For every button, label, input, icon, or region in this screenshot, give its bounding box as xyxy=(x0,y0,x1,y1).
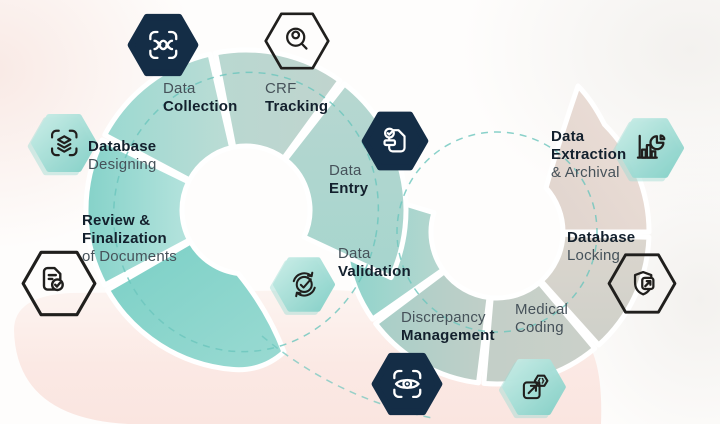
segment-review-finalization xyxy=(104,239,287,373)
layers-scan-icon xyxy=(50,129,78,157)
shield-export-icon xyxy=(633,270,655,296)
step-label-line: Discrepancy xyxy=(401,309,486,326)
step-icon-discrepancy-management xyxy=(371,352,443,416)
step-label-line: Extraction xyxy=(551,146,627,163)
step-label-review-finalization: Review & Finalization of Documents xyxy=(82,212,177,266)
segment-database-designing xyxy=(83,137,192,288)
document-check-entry-icon xyxy=(383,127,406,153)
step-label-data-collection: Data Collection xyxy=(163,80,238,116)
step-label-crf-tracking: CRF Tracking xyxy=(265,80,328,116)
step-icon-database-locking xyxy=(607,253,677,314)
document-check-icon xyxy=(42,266,64,292)
step-icon-database-designing xyxy=(27,114,97,176)
step-icon-data-collection xyxy=(127,13,199,77)
segment-crf-tracking xyxy=(213,47,343,161)
step-label-data-validation: Data Validation xyxy=(338,245,411,281)
segment-medical-coding xyxy=(481,280,598,387)
segment-discrepancy-management xyxy=(373,269,492,386)
step-label-line: Management xyxy=(401,327,495,344)
eye-scan-icon xyxy=(393,369,422,399)
step-label-medical-coding: Medical Coding xyxy=(515,301,568,337)
step-label-line: & Archival xyxy=(551,164,620,181)
step-icon-data-extraction-archival xyxy=(612,118,684,182)
dna-scan-icon xyxy=(149,30,178,60)
step-icon-review-finalization xyxy=(21,250,97,317)
dashed-circle-right xyxy=(396,131,598,333)
hexagon-outline xyxy=(21,250,97,317)
step-label-line: Tracking xyxy=(265,98,329,115)
step-label-line: Designing xyxy=(88,156,157,173)
step-label-line: Coding xyxy=(515,319,564,336)
dashed-circle-left xyxy=(112,71,380,353)
chart-pie-icon xyxy=(636,134,666,159)
step-label-line: Collection xyxy=(163,98,238,115)
step-label-line: Review & xyxy=(82,212,151,229)
step-label-discrepancy-management: Discrepancy Management xyxy=(401,309,495,345)
step-icon-data-entry xyxy=(361,111,429,171)
step-label-line: CRF xyxy=(265,80,297,97)
hexagon xyxy=(273,257,335,312)
step-label-data-extraction-archival: Data Extraction & Archival xyxy=(551,128,626,182)
step-icon-crf-tracking xyxy=(264,12,330,70)
dashed-guides xyxy=(112,71,598,419)
step-label-line: Database xyxy=(88,138,157,155)
hexagon xyxy=(127,13,199,77)
step-label-line: Finalization xyxy=(82,230,167,247)
dashed-tail xyxy=(261,335,433,419)
step-label-data-entry: Data Entry xyxy=(329,162,368,198)
step-label-line: of Documents xyxy=(82,248,177,265)
step-label-line: Data xyxy=(338,245,371,262)
step-label-line: Database xyxy=(567,229,636,246)
workflow-ribbon xyxy=(83,47,652,387)
step-label-database-locking: Database Locking xyxy=(567,229,635,265)
step-label-line: Locking xyxy=(567,247,621,264)
hexagon-outline xyxy=(264,12,330,70)
hexagon-outline xyxy=(607,253,677,314)
step-label-line: Medical xyxy=(515,301,569,318)
step-label-line: Entry xyxy=(329,180,369,197)
step-label-database-designing: Database Designing xyxy=(88,138,157,174)
refresh-check-icon xyxy=(292,271,316,298)
step-icon-medical-coding xyxy=(499,359,566,419)
step-icon-data-validation xyxy=(269,257,335,315)
step-label-line: Data xyxy=(163,80,196,97)
step-label-line: Validation xyxy=(338,263,411,280)
magnifier-icon xyxy=(286,27,308,50)
step-label-line: Data xyxy=(329,162,362,179)
step-label-line: Data xyxy=(551,128,585,145)
segment-data-collection xyxy=(102,51,235,183)
code-export-icon xyxy=(522,374,549,400)
